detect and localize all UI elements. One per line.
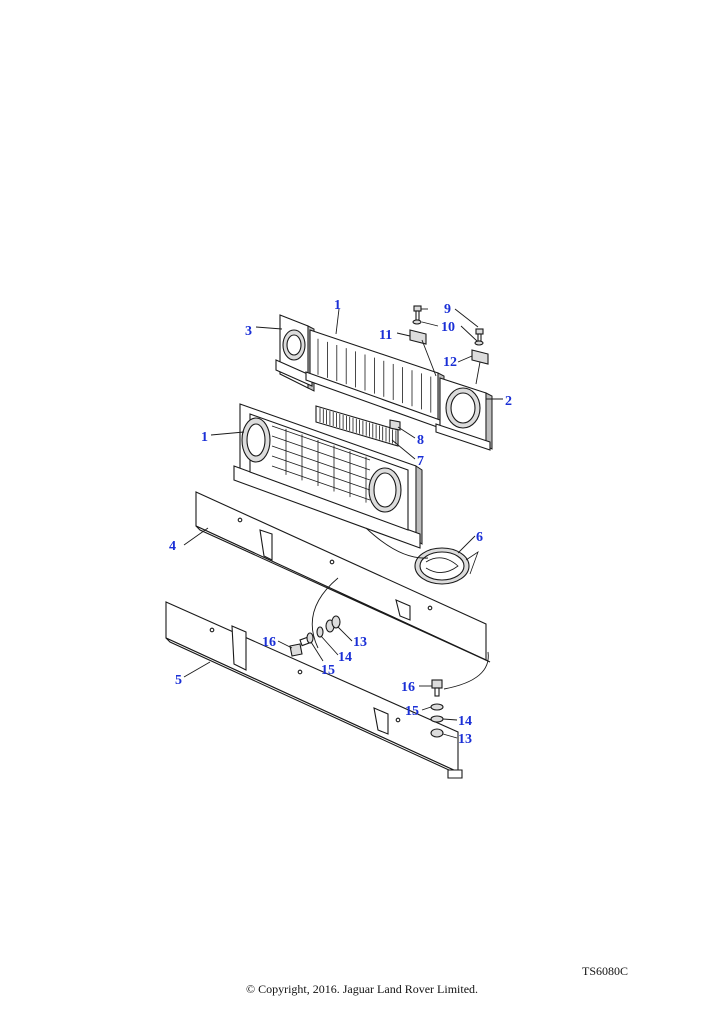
callout-2: 2 bbox=[505, 394, 512, 409]
washer-15-right bbox=[430, 703, 444, 711]
grille-bar bbox=[271, 425, 371, 461]
callout-10: 10 bbox=[441, 320, 455, 335]
figure-reference-code: TS6080C bbox=[582, 964, 629, 978]
washer-10 bbox=[412, 319, 484, 346]
bolt-16-right bbox=[431, 679, 443, 697]
badge bbox=[414, 547, 479, 585]
main-grille-frame bbox=[233, 403, 423, 549]
callout-3: 3 bbox=[245, 324, 252, 339]
grille-slats bbox=[317, 338, 432, 413]
callout-8: 8 bbox=[417, 433, 424, 448]
nut-13-right bbox=[430, 728, 444, 738]
callout-labels: 1 3 9 10 11 12 2 1 8 7 6 4 16 13 14 15 5… bbox=[169, 298, 512, 747]
upper-valance-panel bbox=[195, 491, 491, 663]
washer-14 bbox=[316, 626, 324, 638]
callout-1-lower: 1 bbox=[201, 430, 208, 445]
callout-13-right: 13 bbox=[458, 732, 472, 747]
grille-bar bbox=[271, 465, 371, 501]
callout-15-left: 15 bbox=[321, 663, 335, 678]
callout-1-upper: 1 bbox=[334, 298, 341, 313]
lower-valance-panel bbox=[165, 601, 463, 779]
callout-14-right: 14 bbox=[458, 714, 472, 729]
clip-11 bbox=[409, 329, 427, 345]
callout-4: 4 bbox=[169, 539, 176, 554]
callout-15-right: 15 bbox=[405, 704, 419, 719]
callout-11: 11 bbox=[379, 328, 392, 343]
grille-bar bbox=[271, 455, 371, 491]
leader-lines bbox=[183, 308, 503, 739]
callout-12: 12 bbox=[443, 355, 457, 370]
mesh-insert bbox=[315, 405, 399, 447]
washer-14-right bbox=[430, 715, 444, 723]
fastener-stack-left bbox=[289, 615, 341, 657]
left-headlamp-surround bbox=[275, 314, 315, 392]
clip-12 bbox=[471, 349, 489, 365]
nut-13 bbox=[325, 615, 341, 633]
mesh-pattern bbox=[319, 408, 397, 445]
callout-13-left: 13 bbox=[353, 635, 367, 650]
callout-5: 5 bbox=[175, 673, 182, 688]
callout-6: 6 bbox=[476, 530, 483, 545]
clip-8 bbox=[389, 419, 401, 431]
callout-14-left: 14 bbox=[338, 650, 352, 665]
grille-bar bbox=[271, 445, 371, 481]
callout-16-right: 16 bbox=[401, 680, 415, 695]
right-headlamp-surround bbox=[435, 377, 493, 451]
callout-7: 7 bbox=[417, 454, 424, 469]
copyright-notice: © Copyright, 2016. Jaguar Land Rover Lim… bbox=[245, 982, 479, 996]
washer-15 bbox=[306, 632, 314, 644]
bolt-9-right bbox=[475, 328, 484, 342]
callout-16-left: 16 bbox=[262, 635, 276, 650]
grille-bar bbox=[271, 435, 371, 471]
callout-9: 9 bbox=[444, 302, 451, 317]
grille-bars bbox=[271, 425, 371, 503]
bolt-9 bbox=[413, 305, 422, 321]
